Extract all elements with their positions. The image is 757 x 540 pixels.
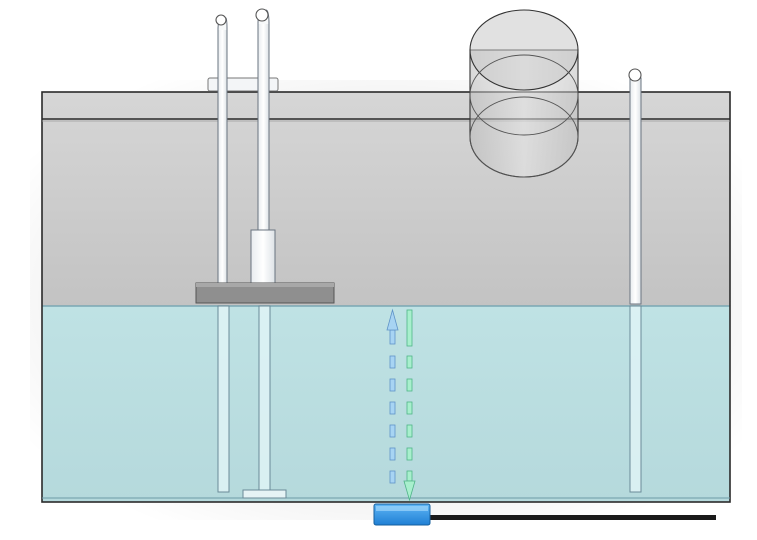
outlet-fitting	[373, 503, 716, 526]
flow-up-dash	[389, 378, 396, 392]
tank-outline	[41, 91, 731, 503]
right-pipe-lower	[258, 305, 271, 493]
water	[42, 306, 730, 502]
cylinder	[469, 9, 579, 178]
flow-down-dash	[406, 447, 413, 461]
flow-up-arrowhead	[386, 308, 399, 331]
flow-down-arrowhead	[403, 480, 416, 502]
tank-air-region	[42, 92, 730, 306]
left-pipe-upper	[217, 27, 228, 285]
flow-down-arrow	[403, 309, 416, 502]
tank	[41, 91, 731, 503]
left-pipe-cap	[215, 14, 227, 26]
right-pipe-upper	[257, 21, 270, 231]
flow-down-dash	[406, 309, 413, 347]
float-stem	[250, 229, 276, 284]
cylinder-middle-ring	[469, 54, 579, 136]
cylinder-bottom-ring	[469, 96, 579, 178]
flow-up-dash	[389, 401, 396, 415]
foot-plate	[242, 489, 287, 499]
flow-arrows	[386, 308, 416, 502]
left-pipe-lower	[217, 305, 230, 493]
float-assembly	[195, 8, 335, 499]
flow-up-arrow	[386, 308, 399, 484]
flow-down-dash	[406, 424, 413, 438]
outlet-highlight	[376, 506, 428, 511]
vent-pipe-upper	[629, 77, 642, 305]
drain-pipe	[428, 515, 716, 520]
flow-up-dash	[389, 447, 396, 461]
float-disc-highlight	[196, 283, 334, 287]
flow-up-dash	[389, 470, 396, 484]
flow-down-dash	[406, 470, 413, 482]
flow-down-dash	[406, 401, 413, 415]
cylinder-top	[469, 9, 579, 91]
vent-pipe-lower	[629, 305, 642, 493]
flow-up-dash	[389, 424, 396, 438]
flow-up-dash	[389, 355, 396, 369]
right-pipe-cap	[255, 8, 269, 22]
flow-down-dash	[406, 378, 413, 392]
vent-pipe	[628, 68, 642, 493]
vent-pipe-cap	[628, 68, 642, 82]
flow-up-dash	[389, 329, 396, 345]
flow-down-dash	[406, 355, 413, 369]
